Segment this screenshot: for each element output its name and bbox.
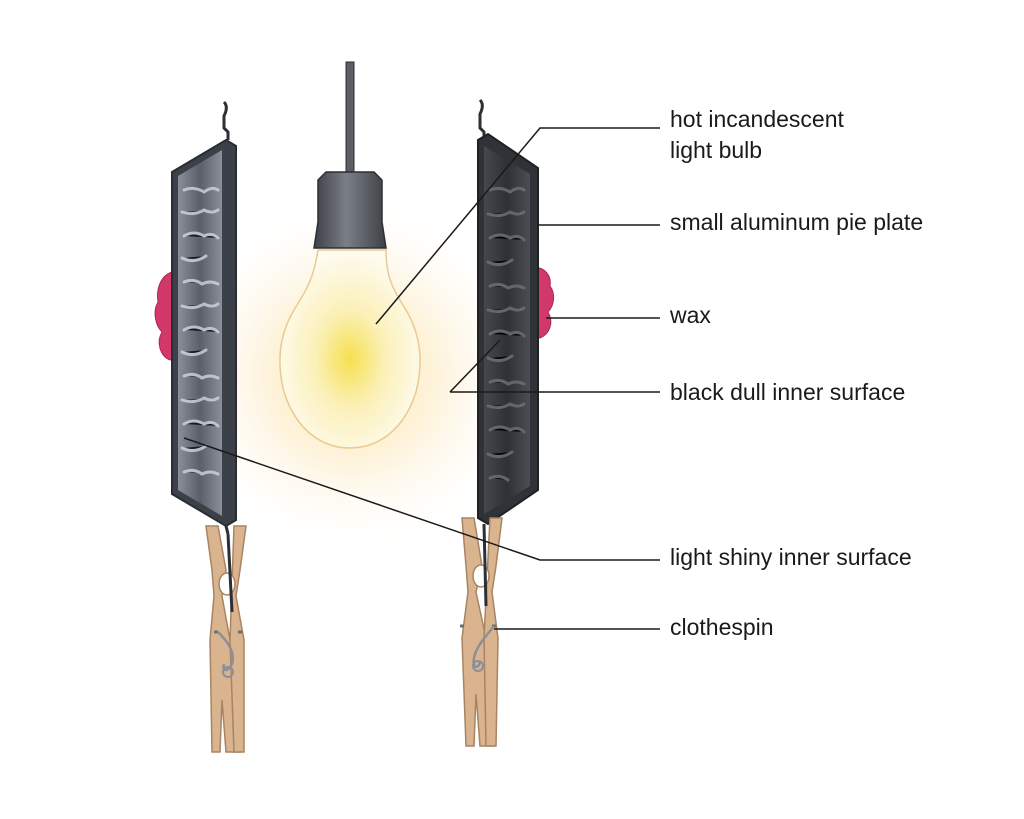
left-shiny-surface [178,150,222,516]
label-shiny-surface: light shiny inner surface [670,544,912,570]
light-bulb [279,61,421,449]
label-clothespin: clothespin [670,614,774,640]
left-pie-plate [154,100,237,535]
leader-shiny-surface [183,437,660,561]
label-bulb-line2: light bulb [670,137,763,163]
right-clothespin [460,517,503,747]
leader-black-surface-pointer [449,339,501,393]
bulb-socket [313,171,387,249]
right-pie-plate [477,98,555,526]
left-wax-blob [154,271,177,361]
bulb-glass [279,249,421,449]
label-bulb: hot incandescent light bulb [670,104,844,166]
label-black-surface: black dull inner surface [670,379,906,405]
label-bulb-line1: hot incandescent [670,106,844,132]
leader-bulb [375,127,660,325]
label-pie-plate: small aluminum pie plate [670,209,924,235]
right-black-surface [484,146,530,514]
label-wax: wax [670,302,711,328]
left-clothespin [205,525,247,753]
bulb-cord [345,61,355,173]
